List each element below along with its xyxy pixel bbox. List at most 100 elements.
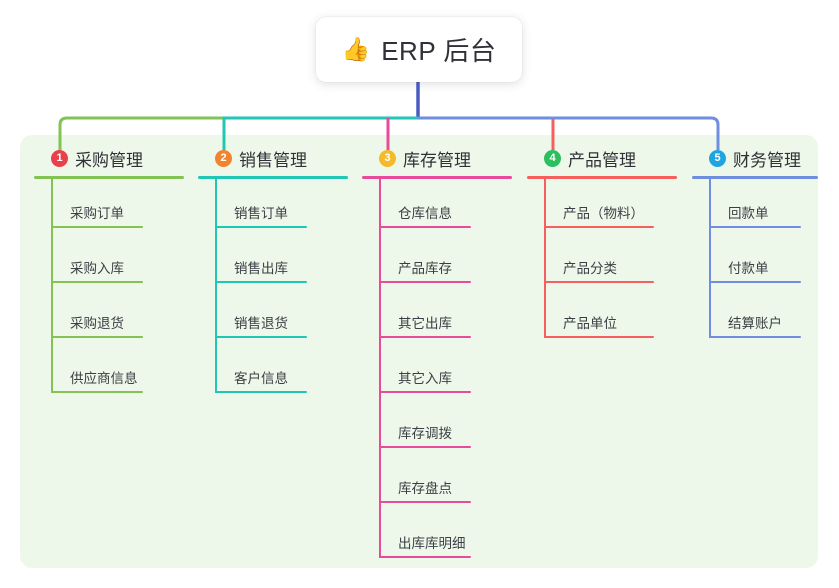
branch-underline-1 [34, 176, 184, 179]
leaf-label: 产品（物料） [563, 206, 644, 221]
leaf-underline [544, 226, 654, 228]
leaf-node[interactable]: 其它出库 [362, 289, 512, 344]
leaf-node[interactable]: 出库库明细 [362, 509, 512, 564]
branch-spine-2 [215, 179, 217, 393]
branch-items-2: 销售订单销售出库销售退货客户信息 [198, 179, 348, 399]
page-title: ERP 后台 [381, 36, 497, 66]
leaf-node[interactable]: 销售退货 [198, 289, 348, 344]
branch-items-4: 产品（物料） 产品分类产品单位 [527, 179, 677, 344]
root-node[interactable]: 👍 ERP 后台 [316, 17, 522, 82]
branch-items-3: 仓库信息产品库存其它出库其它入库库存调拨库存盘点出库库明细 [362, 179, 512, 564]
branch-header-1[interactable]: 1 采购管理 [34, 146, 184, 170]
leaf-label: 出库库明细 [398, 536, 466, 551]
leaf-label: 产品分类 [563, 261, 617, 276]
leaf-node[interactable]: 供应商信息 [34, 344, 184, 399]
branch-badge-2: 2 [215, 149, 232, 167]
leaf-node[interactable]: 产品单位 [527, 289, 677, 344]
leaf-label: 付款单 [728, 261, 769, 276]
branch-items-5: 回款单付款单结算账户 [692, 179, 818, 344]
leaf-underline [215, 391, 307, 393]
leaf-label: 结算账户 [728, 316, 782, 331]
leaf-node[interactable]: 产品分类 [527, 234, 677, 289]
leaf-node[interactable]: 库存盘点 [362, 454, 512, 509]
leaf-underline [379, 226, 471, 228]
branch-title-5: 财务管理 [733, 150, 801, 170]
branch-header-4[interactable]: 4 产品管理 [527, 146, 677, 170]
leaf-node[interactable]: 销售订单 [198, 179, 348, 234]
leaf-underline [379, 501, 471, 503]
leaf-label: 销售订单 [234, 206, 288, 221]
leaf-label: 销售出库 [234, 261, 288, 276]
thumbs-up-icon: 👍 [341, 36, 371, 62]
leaf-label: 客户信息 [234, 371, 288, 386]
leaf-underline [379, 556, 471, 558]
leaf-node[interactable]: 采购退货 [34, 289, 184, 344]
leaf-underline [709, 226, 801, 228]
branch-column-1: 1 采购管理采购订单采购入库采购退货供应商信息 [34, 146, 184, 399]
leaf-underline [215, 336, 307, 338]
leaf-label: 采购退货 [70, 316, 124, 331]
leaf-underline [51, 336, 143, 338]
leaf-underline [51, 281, 143, 283]
leaf-label: 产品库存 [398, 261, 452, 276]
leaf-label: 供应商信息 [70, 371, 138, 386]
branch-underline-2 [198, 176, 348, 179]
branch-spine-3 [379, 179, 381, 558]
leaf-label: 产品单位 [563, 316, 617, 331]
leaf-label: 采购订单 [70, 206, 124, 221]
branch-badge-3: 3 [379, 149, 396, 167]
leaf-underline [379, 281, 471, 283]
leaf-node[interactable]: 仓库信息 [362, 179, 512, 234]
leaf-underline [215, 226, 307, 228]
branch-badge-1: 1 [51, 149, 68, 167]
leaf-node[interactable]: 结算账户 [692, 289, 818, 344]
leaf-underline [709, 281, 801, 283]
leaf-label: 库存调拨 [398, 426, 452, 441]
leaf-label: 销售退货 [234, 316, 288, 331]
leaf-node[interactable]: 销售出库 [198, 234, 348, 289]
branch-badge-4: 4 [544, 149, 561, 167]
branch-underline-3 [362, 176, 512, 179]
branch-underline-5 [692, 176, 818, 179]
branch-header-3[interactable]: 3 库存管理 [362, 146, 512, 170]
leaf-node[interactable]: 回款单 [692, 179, 818, 234]
branch-items-1: 采购订单采购入库采购退货供应商信息 [34, 179, 184, 399]
leaf-node[interactable]: 其它入库 [362, 344, 512, 399]
leaf-node[interactable]: 采购入库 [34, 234, 184, 289]
leaf-label: 仓库信息 [398, 206, 452, 221]
leaf-underline [379, 336, 471, 338]
leaf-node[interactable]: 采购订单 [34, 179, 184, 234]
leaf-node[interactable]: 库存调拨 [362, 399, 512, 454]
branch-title-4: 产品管理 [568, 150, 636, 170]
leaf-underline [544, 336, 654, 338]
root-node-content: 👍 ERP 后台 [342, 31, 497, 68]
branch-spine-1 [51, 179, 53, 393]
leaf-underline [51, 391, 143, 393]
leaf-label: 其它入库 [398, 371, 452, 386]
leaf-label: 采购入库 [70, 261, 124, 276]
branch-title-1: 采购管理 [75, 150, 143, 170]
branch-title-3: 库存管理 [403, 150, 471, 170]
leaf-node[interactable]: 客户信息 [198, 344, 348, 399]
leaf-node[interactable]: 产品库存 [362, 234, 512, 289]
branch-underline-4 [527, 176, 677, 179]
branch-spine-5 [709, 179, 711, 338]
leaf-label: 回款单 [728, 206, 769, 221]
leaf-underline [215, 281, 307, 283]
branch-column-3: 3 库存管理仓库信息产品库存其它出库其它入库库存调拨库存盘点出库库明细 [362, 146, 512, 564]
leaf-underline [379, 446, 471, 448]
leaf-node[interactable]: 付款单 [692, 234, 818, 289]
leaf-label: 库存盘点 [398, 481, 452, 496]
leaf-underline [51, 226, 143, 228]
leaf-underline [709, 336, 801, 338]
leaf-node[interactable]: 产品（物料） [527, 179, 677, 234]
leaf-underline [379, 391, 471, 393]
branch-column-4: 4 产品管理产品（物料） 产品分类产品单位 [527, 146, 677, 344]
diagram-panel [20, 135, 818, 568]
leaf-underline [544, 281, 654, 283]
leaf-label: 其它出库 [398, 316, 452, 331]
